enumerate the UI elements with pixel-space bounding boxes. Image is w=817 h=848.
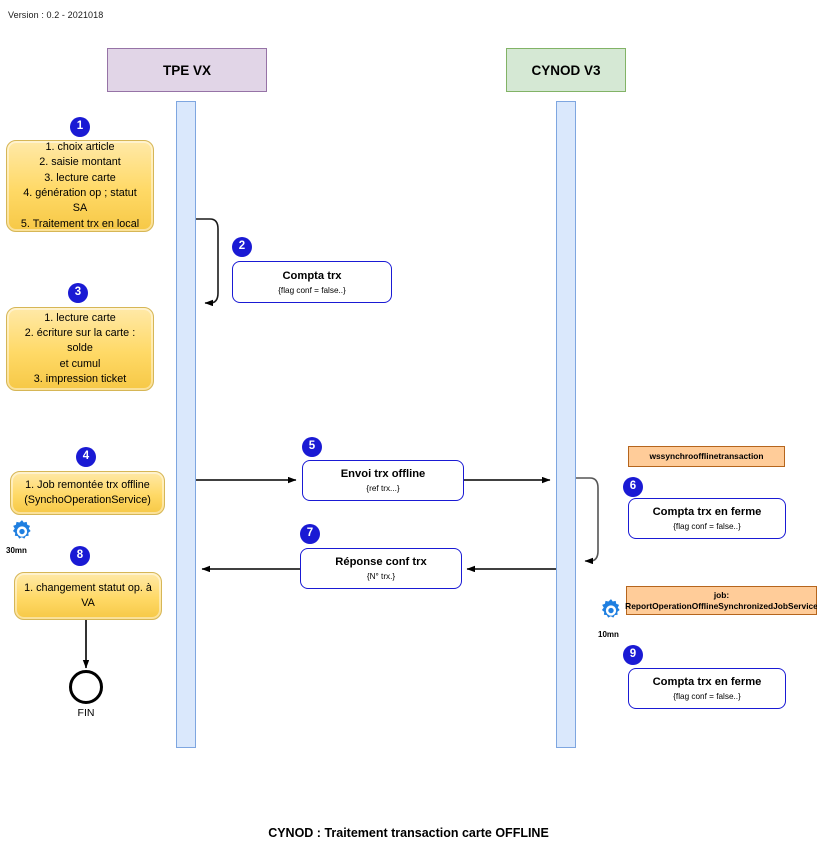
step-badge-3: 3 — [68, 283, 88, 303]
note-line: 1. changement statut op. à — [24, 581, 152, 594]
service-label-text: wssynchroofflinetransaction — [649, 451, 764, 462]
service-label-line2: ReportOperationOfflineSynchronizedJobSer… — [625, 600, 817, 611]
service-label-report-operation-job: job: ReportOperationOfflineSynchronizedJ… — [625, 586, 817, 615]
message-subtitle: {flag conf = false..} — [673, 692, 741, 702]
lifeline-cynod-v3 — [556, 101, 576, 748]
timer-30mn-label: 30mn — [6, 546, 27, 555]
note-line: VA — [81, 597, 95, 609]
note-card-write-ticket: 1. lecture carte 2. écriture sur la cart… — [6, 307, 154, 391]
version-stamp: Version : 0.2 - 2021018 — [8, 10, 104, 20]
timer-10mn-label: 10mn — [598, 630, 619, 639]
message-box-compta-trx-en-ferme-6[interactable]: Compta trx en ferme {flag conf = false..… — [628, 498, 786, 539]
message-box-compta-trx[interactable]: Compta trx {flag conf = false..} — [232, 261, 392, 303]
note-line: 1. lecture carte — [44, 311, 116, 324]
note-job-remontee-trx-offline: 1. Job remontée trx offline (SynchoOpera… — [10, 471, 165, 515]
gear-icon — [12, 520, 31, 539]
message-subtitle: {N° trx.} — [366, 572, 396, 582]
step-badge-8: 8 — [70, 546, 90, 566]
step-badge-2: 2 — [232, 237, 252, 257]
step-badge-7: 7 — [300, 524, 320, 544]
actor-header-tpe-vx[interactable]: TPE VX — [107, 48, 267, 92]
message-subtitle: {ref trx...} — [366, 484, 400, 494]
message-box-reponse-conf-trx[interactable]: Réponse conf trx {N° trx.} — [300, 548, 462, 589]
message-title: Compta trx en ferme — [652, 506, 762, 519]
note-line: 3. lecture carte — [44, 171, 116, 184]
message-title: Envoi trx offline — [340, 468, 426, 481]
note-line: 4. génération op ; statut SA — [23, 187, 137, 215]
service-label-wssynchroofflinetransaction: wssynchroofflinetransaction — [628, 446, 785, 467]
note-line: 1. Job remontée trx offline — [25, 478, 150, 491]
message-box-compta-trx-en-ferme-9[interactable]: Compta trx en ferme {flag conf = false..… — [628, 668, 786, 709]
note-line: 2. saisie montant — [39, 156, 121, 169]
gear-icon — [601, 599, 620, 618]
step-badge-9: 9 — [623, 645, 643, 665]
timer-10mn — [597, 597, 625, 630]
message-title: Compta trx en ferme — [652, 676, 762, 689]
note-tpe-local-processing: 1. choix article 2. saisie montant 3. le… — [6, 140, 154, 232]
diagram-caption: CYNOD : Traitement transaction carte OFF… — [268, 826, 549, 840]
actor-label-cynod-v3: CYNOD V3 — [531, 62, 601, 78]
note-line: 2. écriture sur la carte : solde — [24, 327, 136, 355]
actor-header-cynod-v3[interactable]: CYNOD V3 — [506, 48, 626, 92]
note-line: 3. impression ticket — [33, 373, 127, 385]
message-subtitle: {flag conf = false..} — [278, 285, 346, 295]
end-event-label: FIN — [77, 707, 95, 719]
message-title: Réponse conf trx — [335, 556, 427, 569]
timer-30mn — [8, 518, 36, 551]
step-badge-6: 6 — [623, 477, 643, 497]
step-badge-5: 5 — [302, 437, 322, 457]
step-badge-4: 4 — [76, 447, 96, 467]
note-line: (SynchoOperationService) — [24, 494, 151, 506]
note-changement-statut-va: 1. changement statut op. à VA — [14, 572, 162, 620]
service-label-line1: job: — [713, 589, 730, 600]
lifeline-tpe-vx — [176, 101, 196, 748]
note-line: 5. Traitement trx en local — [20, 217, 140, 230]
message-subtitle: {flag conf = false..} — [673, 522, 741, 532]
message-title: Compta trx — [282, 269, 342, 282]
step-badge-1: 1 — [70, 117, 90, 137]
end-event-circle — [69, 670, 103, 704]
message-box-envoi-trx-offline[interactable]: Envoi trx offline {ref trx...} — [302, 460, 464, 501]
actor-label-tpe-vx: TPE VX — [162, 62, 211, 78]
note-line: 1. choix article — [45, 141, 115, 154]
note-line: et cumul — [59, 357, 101, 370]
